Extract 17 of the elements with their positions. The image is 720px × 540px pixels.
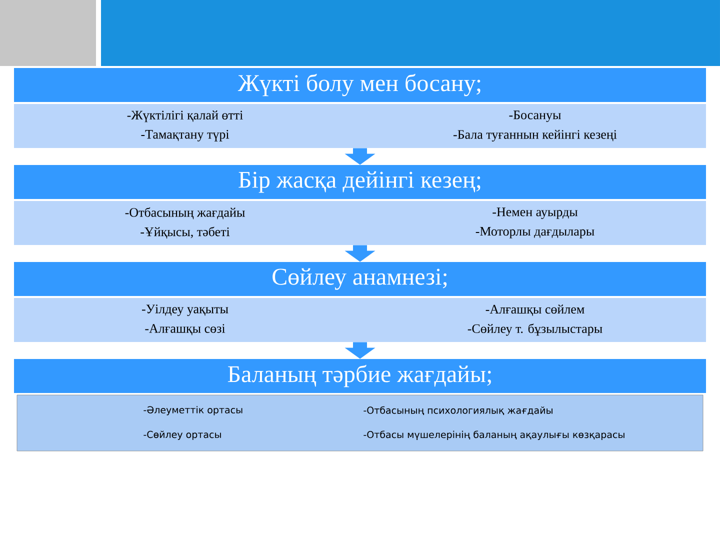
list-item: -Сөйлеу ортасы [144,430,221,440]
list-item: -Немен ауырды [492,208,578,219]
list-item: -Отбасының психологиялық жағдайы [364,406,552,416]
list-item: -Уілдеу уақыты [142,304,228,316]
list-item: -Босануы [509,110,561,122]
list-item: -Алғашқы сөйлем [486,304,584,316]
list-item: -Отбасының жағдайы [125,207,245,220]
list-item: -Әлеуметтік ортасы [144,406,242,416]
list-item: -Алғашқы сөзі [145,324,226,336]
list-item: -Жүктілігі қалай өтті [127,110,243,122]
list-item: -Сөйлеу т. бұзылыстары [468,324,602,336]
list-item: -Ұйқысы, тәбеті [140,226,230,239]
list-item: -Моторлы дағдылары [476,227,594,238]
title-band: Жүкті болу мен босану; [14,68,706,102]
list-item: -Отбасы мүшелерінің баланың ақаулығы көзқарасы [364,430,624,440]
list-item: -Бала туғаннын кейінгі кезеңі [453,130,617,142]
list-item: -Тамақтану түрі [141,130,230,142]
